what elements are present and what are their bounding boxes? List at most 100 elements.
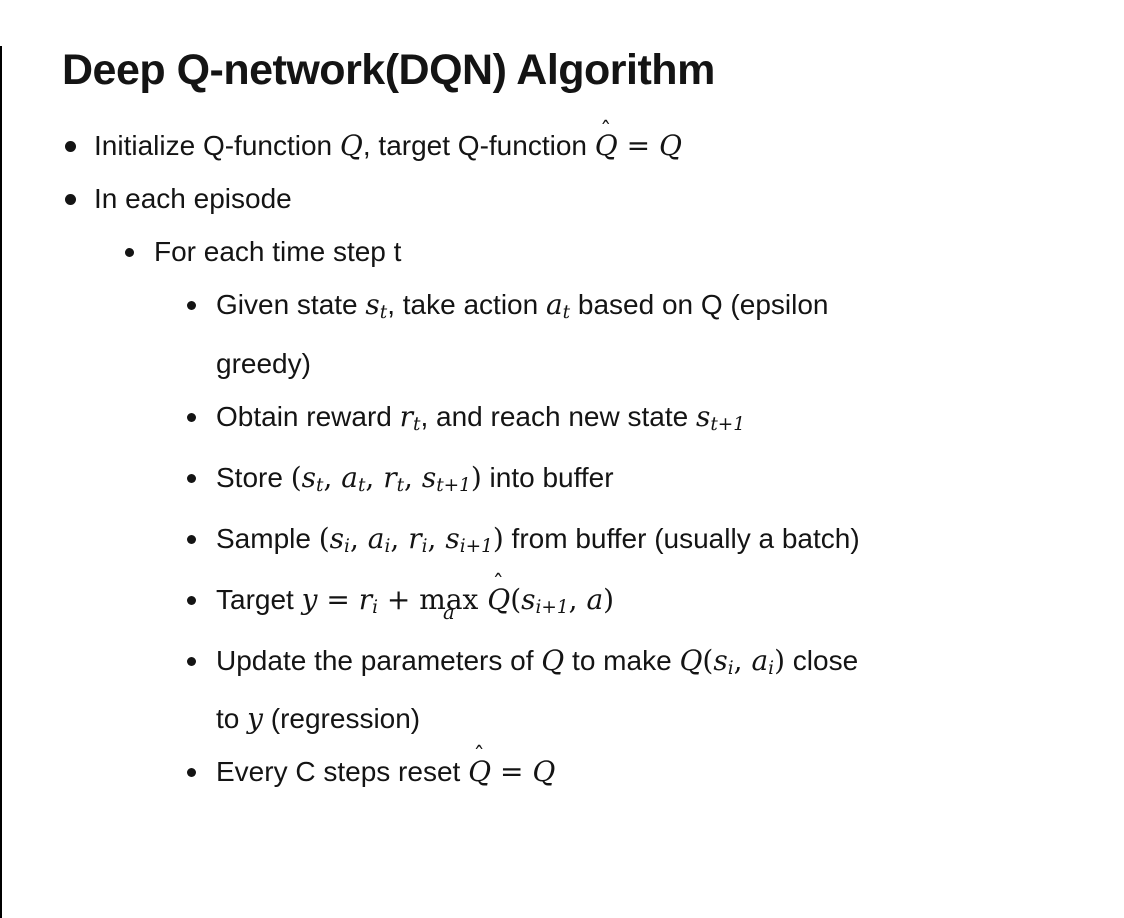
bullet-marker [186, 392, 216, 450]
bullet-dot-icon [187, 473, 196, 483]
math-segment: + [378, 582, 420, 616]
math-segment: , [568, 582, 587, 616]
math-segment: a [367, 521, 385, 555]
bullet-marker [186, 575, 216, 633]
math-segment: ( [510, 582, 522, 616]
text-segment: into buffer [481, 461, 614, 493]
math-segment: i+1 [535, 596, 569, 618]
math-segment: a [586, 582, 604, 616]
hat-accent-icon: ˆ [473, 743, 485, 770]
math-segment: a [751, 643, 769, 677]
math-segment: , [349, 521, 368, 555]
hat-accent-icon: ˆ [492, 571, 504, 598]
math-segment: t [379, 302, 388, 324]
math-segment: i [768, 657, 775, 679]
math-segment: i [727, 657, 734, 679]
text-segment: Given state [216, 289, 366, 321]
text-segment: to [216, 702, 248, 734]
bullet-marker [186, 514, 216, 572]
math-segment: s [329, 521, 345, 555]
math-segment: = [491, 754, 533, 788]
math-segment: i [384, 535, 391, 557]
math-segment: Q [679, 643, 703, 677]
bullet-item: Store (st, at, rt, st+1) into buffer [186, 453, 1124, 511]
math-segment: i [344, 535, 350, 557]
bullet-item: Given state st, take action at based on … [186, 280, 1124, 388]
math-segment: Q [339, 129, 363, 163]
math-segment: s [521, 582, 536, 616]
math-segment: s [421, 460, 437, 494]
math-segment: ( [290, 460, 302, 494]
math-segment: a [545, 288, 563, 322]
bullet-marker [124, 227, 154, 277]
text-segment: Every C steps reset [216, 755, 469, 787]
bullet-text: Sample (si, ai, ri, si+1) from buffer (u… [216, 514, 860, 572]
bullet-dot-icon [65, 194, 76, 206]
math-segment: , [365, 460, 384, 494]
text-segment: , and reach new state [420, 400, 696, 432]
bullet-text: Given state st, take action at based on … [216, 280, 828, 388]
text-segment: greedy) [216, 347, 311, 379]
bullet-item: Update the parameters of Q to make Q(si,… [186, 636, 1124, 744]
slide-edge-line [0, 46, 2, 918]
text-segment: Store [216, 461, 291, 493]
math-segment: t [396, 474, 404, 496]
text-segment: from buffer (usually a batch) [503, 522, 860, 554]
math-segment: y [301, 582, 318, 616]
math-segment: t+1 [710, 413, 745, 435]
math-segment [478, 583, 487, 616]
text-segment: based on Q (epsilon [570, 289, 829, 321]
math-segment: Q [541, 643, 565, 677]
bullet-dot-icon [187, 595, 196, 605]
bullet-text: Obtain reward rt, and reach new state st… [216, 392, 745, 450]
math-segment: ) [774, 643, 786, 677]
math-segment: y [247, 701, 263, 735]
bullet-list: Initialize Q-function Q, target Q-functi… [0, 118, 1124, 797]
math-segment: ) [470, 460, 482, 494]
text-segment: , take action [387, 289, 546, 321]
bullet-marker [186, 747, 216, 797]
math-segment: r [358, 582, 373, 616]
text-segment: Sample [216, 522, 319, 554]
text-segment: to make [564, 644, 680, 676]
text-segment: In each episode [94, 183, 292, 215]
math-segment: i+1 [459, 535, 493, 557]
math-segment: a [341, 460, 358, 494]
bullet-dot-icon [187, 767, 196, 777]
math-segment: = [317, 582, 359, 616]
bullet-text: Store (st, at, rt, st+1) into buffer [216, 453, 614, 511]
bullet-dot-icon [125, 248, 134, 258]
math-segment: r [383, 460, 397, 494]
math-segment: Q [532, 754, 556, 788]
math-segment: , [427, 521, 446, 555]
math-segment: , [404, 460, 422, 494]
math-segment: s [713, 643, 728, 677]
math-segment: t [413, 413, 421, 435]
bullet-text: In each episode [94, 174, 292, 224]
slide: Deep Q-network(DQN) Algorithm Initialize… [0, 46, 1124, 797]
bullet-marker [186, 453, 216, 511]
math-segment: t [357, 474, 366, 496]
math-segment: t [316, 474, 324, 496]
text-segment: Obtain reward [216, 400, 400, 432]
math-segment: , [733, 643, 752, 677]
math-segment: , [323, 460, 342, 494]
math-segment: s [445, 521, 460, 555]
bullet-item: Initialize Q-function Q, target Q-functi… [64, 118, 1124, 171]
math-segment: ) [603, 582, 615, 616]
bullet-item: For each time step t [124, 227, 1124, 277]
math-segment: ( [702, 643, 714, 677]
text-segment: Initialize Q-function [94, 130, 340, 162]
math-segment: t+1 [436, 474, 471, 496]
bullet-marker [64, 174, 94, 224]
hat-accent-icon: ˆ [600, 118, 612, 145]
bullet-text: For each time step t [154, 227, 401, 277]
bullet-text: Update the parameters of Q to make Q(si,… [216, 636, 858, 744]
